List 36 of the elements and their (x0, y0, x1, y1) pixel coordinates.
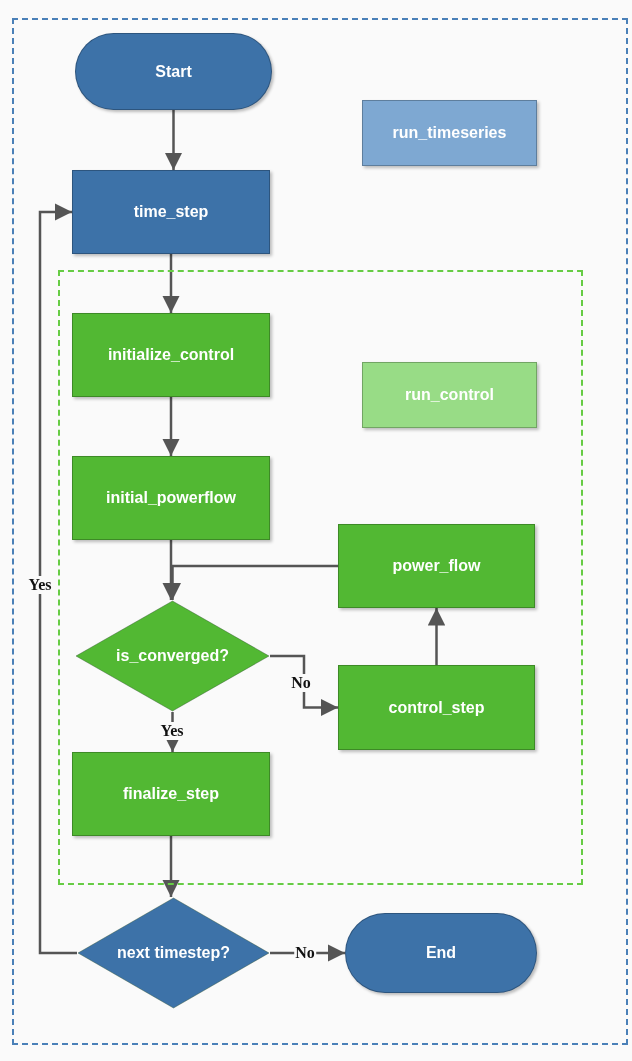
terminal-pill (75, 33, 272, 110)
dashed-group-frame (58, 270, 583, 885)
node-label: run_timeseries (392, 124, 507, 142)
arrow (427, 608, 446, 665)
terminal-pill (345, 913, 537, 993)
group-title-box (362, 362, 537, 428)
process-box (338, 665, 535, 750)
process-box (72, 752, 270, 836)
node-label: Start (155, 62, 192, 81)
arrow (270, 654, 338, 717)
arrow (162, 397, 180, 456)
dashed-group-frame (12, 18, 628, 1045)
node-label: next timestep? (117, 944, 230, 962)
node-label: power_flow (392, 557, 481, 575)
edge-label: Yes (159, 722, 185, 740)
arrow (164, 110, 183, 170)
node-label: finalize_step (123, 785, 219, 803)
node-label: run_control (405, 386, 494, 404)
process-box (72, 313, 270, 397)
node-label: control_step (388, 698, 485, 717)
edge-label: No (290, 674, 312, 692)
node-label: is_converged? (116, 647, 229, 665)
arrow (162, 836, 180, 897)
decision-diamond (77, 897, 270, 1009)
process-box (338, 524, 535, 608)
node-label: initialize_control (107, 346, 235, 364)
process-box (72, 456, 270, 540)
node-label: initial_powerflow (106, 489, 236, 507)
group-title-box (362, 100, 537, 166)
arrow (38, 203, 77, 955)
process-box (72, 170, 270, 254)
node-label: End (425, 944, 457, 962)
arrow (162, 254, 180, 313)
edge-label: Yes (27, 576, 53, 594)
node-label: time_step (133, 203, 209, 221)
decision-diamond (75, 600, 270, 712)
